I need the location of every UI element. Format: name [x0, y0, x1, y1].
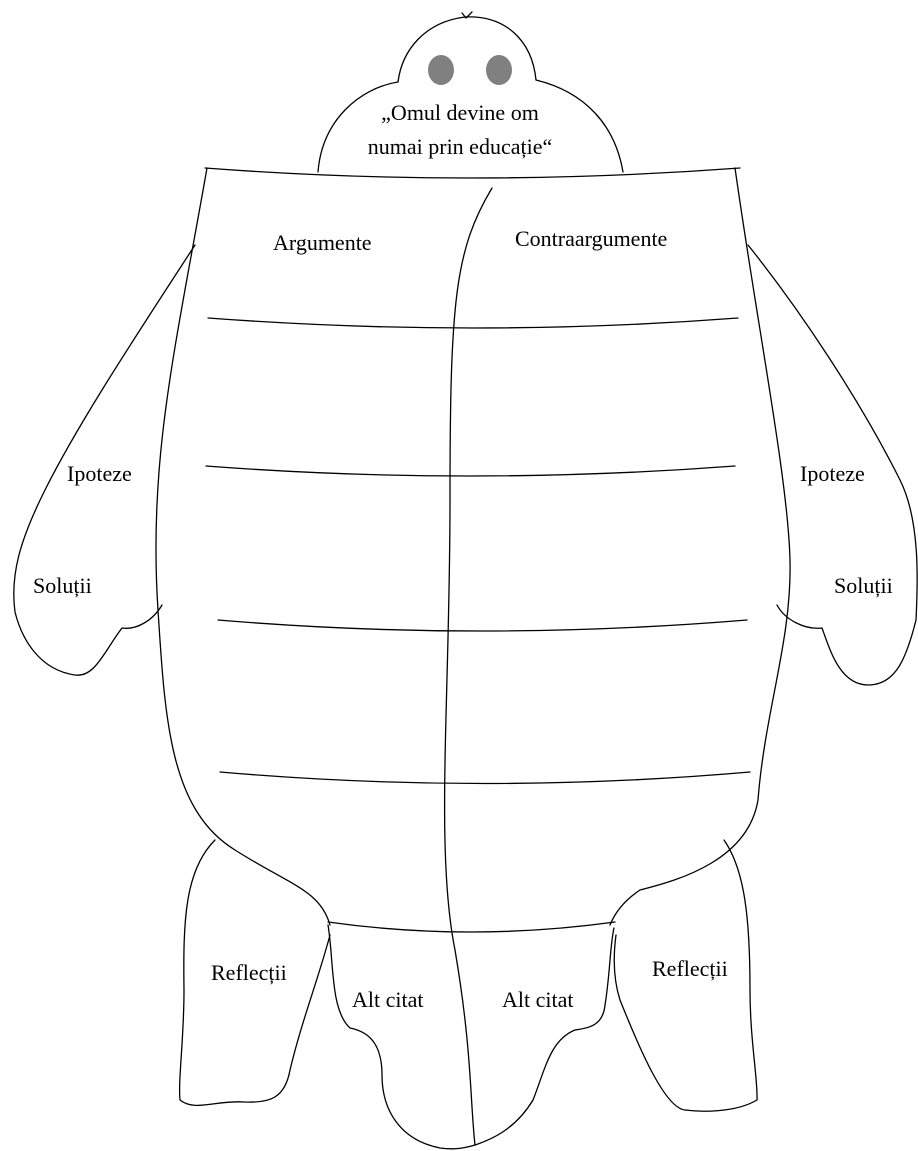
right-outer-leg-label: Reflecții	[652, 958, 728, 980]
body-center-divider	[445, 188, 492, 1145]
quote-text: „Omul devine om numai prin educație“	[350, 96, 570, 164]
arguments-header: Argumente	[273, 232, 372, 254]
row-line-1	[208, 318, 738, 328]
right-inner-leg-outline	[475, 928, 614, 1145]
quote-line-2: numai prin educație“	[350, 130, 570, 164]
left-outer-leg-label: Reflecții	[211, 962, 287, 984]
left-arm-hypotheses-label: Ipoteze	[67, 463, 132, 485]
body-left-side	[156, 168, 330, 925]
row-line-2	[206, 466, 735, 476]
left-inner-leg-label: Alt citat	[352, 989, 423, 1011]
row-line-4	[220, 772, 750, 784]
row-line-3	[218, 620, 747, 631]
left-arm-solutions-label: Soluții	[33, 575, 92, 597]
right-eye	[486, 55, 512, 85]
right-arm-hypotheses-label: Ipoteze	[800, 463, 865, 485]
body-top-edge	[205, 168, 740, 178]
quote-line-1: „Omul devine om	[350, 96, 570, 130]
right-arm-solutions-label: Soluții	[834, 575, 893, 597]
right-inner-leg-label: Alt citat	[502, 989, 573, 1011]
body-bottom-edge	[328, 922, 615, 932]
left-eye	[428, 55, 454, 85]
counterarguments-header: Contraargumente	[515, 228, 667, 250]
left-inner-leg-outline	[328, 925, 475, 1149]
body-right-side	[610, 168, 790, 925]
